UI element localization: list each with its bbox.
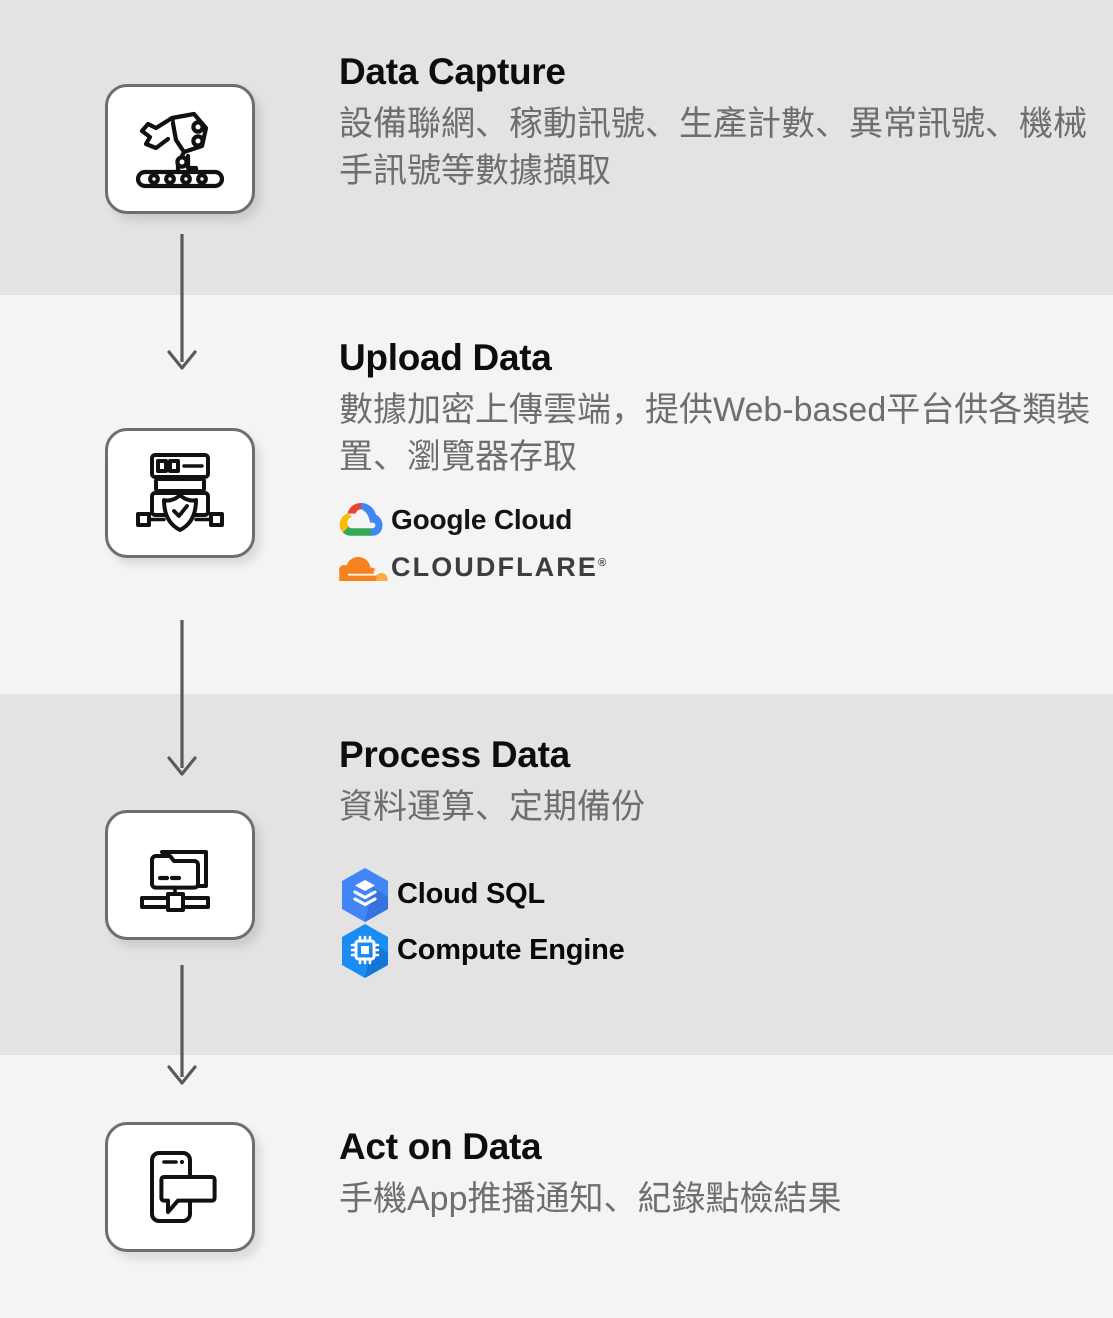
vendor-logo-google-cloud: Google Cloud xyxy=(339,497,1099,543)
cloudflare-wordmark: CLOUDFLARE xyxy=(391,552,598,583)
process-data-description: 資料運算、定期備份 xyxy=(339,787,645,826)
data-capture-text-block: Data Capture 設備聯網、稼動訊號、生產計數、異常訊號、機械手訊號等數… xyxy=(339,51,1099,195)
google-cloud-logo-text: Google Cloud xyxy=(391,503,573,535)
robot-arm-conveyor-icon xyxy=(132,106,228,192)
act-on-data-title: Act on Data xyxy=(339,1126,542,1167)
process-data-icon-tile xyxy=(105,810,255,940)
upload-data-title: Upload Data xyxy=(339,337,552,378)
data-capture-title: Data Capture xyxy=(339,51,566,92)
upload-data-icon-tile xyxy=(105,428,255,558)
upload-data-vendor-logos: Google Cloud CLOUDFLARE® xyxy=(339,497,1099,591)
process-data-vendor-logos: Cloud SQL xyxy=(339,867,1099,979)
compute-engine-logo-text: Compute Engine xyxy=(397,934,625,967)
compute-engine-hex-icon xyxy=(339,923,397,979)
google-cloud-logo-icon xyxy=(339,500,391,540)
act-on-data-icon-tile xyxy=(105,1122,255,1252)
cloudflare-trademark-symbol: ® xyxy=(597,557,607,570)
connector-arrow-1 xyxy=(160,234,204,379)
vendor-logo-cloudflare: CLOUDFLARE® xyxy=(339,545,1099,591)
connector-arrow-3 xyxy=(160,965,204,1090)
cloud-sql-hex-icon xyxy=(339,867,397,923)
secure-server-icon xyxy=(134,451,226,535)
process-data-title: Process Data xyxy=(339,734,570,775)
cloud-sql-logo-text: Cloud SQL xyxy=(397,878,546,911)
cloudflare-logo-icon xyxy=(339,554,391,582)
phone-message-icon xyxy=(138,1145,222,1229)
vendor-logo-compute-engine: Compute Engine xyxy=(339,923,1099,979)
act-on-data-description: 手機App推播通知、紀錄點檢結果 xyxy=(339,1179,842,1218)
cloudflare-logo-text: CLOUDFLARE® xyxy=(391,552,606,583)
data-capture-icon-tile xyxy=(105,84,255,214)
act-on-data-text-block: Act on Data 手機App推播通知、紀錄點檢結果 xyxy=(339,1126,1099,1223)
vendor-logo-cloud-sql: Cloud SQL xyxy=(339,867,1099,923)
process-data-text-block: Process Data 資料運算、定期備份 Cloud SQL xyxy=(339,734,1099,979)
upload-data-description: 數據加密上傳雲端，提供Web-based平台供各類裝置、瀏覽器存取 xyxy=(339,390,1091,476)
network-folder-icon xyxy=(136,834,224,916)
upload-data-text-block: Upload Data 數據加密上傳雲端，提供Web-based平台供各類裝置、… xyxy=(339,337,1099,591)
connector-arrow-2 xyxy=(160,620,204,785)
data-capture-description: 設備聯網、稼動訊號、生產計數、異常訊號、機械手訊號等數據擷取 xyxy=(339,104,1087,190)
